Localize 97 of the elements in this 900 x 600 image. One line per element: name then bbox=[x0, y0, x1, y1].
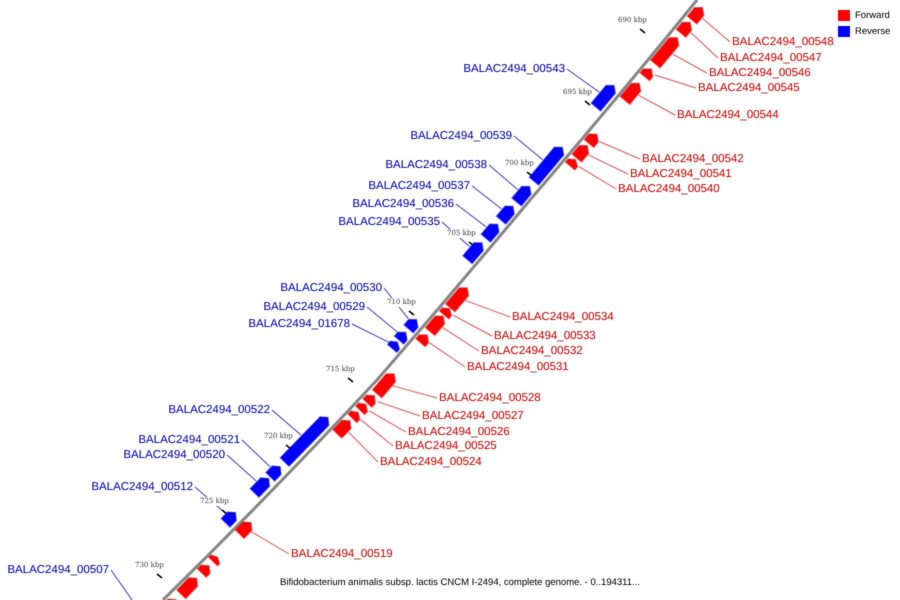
leader-line bbox=[376, 401, 420, 416]
gene-block bbox=[650, 37, 680, 69]
gene-block bbox=[354, 402, 368, 416]
gene-block bbox=[686, 6, 705, 25]
gene-block bbox=[249, 477, 270, 498]
gene-label: BALAC2494_00545 bbox=[698, 80, 800, 96]
gene-label: BALAC2494_00534 bbox=[512, 309, 614, 325]
gene-label: BALAC2494_01678 bbox=[248, 316, 350, 332]
gene-label: BALAC2494_00535 bbox=[338, 214, 440, 230]
gene-label: BALAC2494_00519 bbox=[291, 546, 393, 562]
leader-line bbox=[368, 410, 406, 432]
gene-block bbox=[438, 307, 452, 320]
gene-block bbox=[444, 287, 470, 313]
leader-line bbox=[456, 204, 487, 228]
gene-label: BALAC2494_00537 bbox=[368, 178, 470, 194]
gene-label: BALAC2494_00540 bbox=[618, 181, 720, 197]
leader-line bbox=[598, 141, 640, 160]
gene-block bbox=[386, 340, 400, 354]
gene-label: BALAC2494_00543 bbox=[463, 61, 565, 77]
gene-label: BALAC2494_00546 bbox=[709, 65, 811, 81]
gene-label: BALAC2494_00538 bbox=[385, 157, 487, 173]
leader-line bbox=[690, 32, 718, 58]
gene-block bbox=[220, 511, 237, 528]
leader-line bbox=[488, 164, 518, 190]
gene-block bbox=[496, 206, 515, 225]
gene-block bbox=[590, 84, 616, 112]
gene-label: BALAC2494_00547 bbox=[720, 50, 822, 66]
gene-block bbox=[414, 334, 430, 348]
gene-label: BALAC2494_00548 bbox=[732, 34, 834, 50]
leader-line bbox=[348, 432, 378, 462]
leader-line bbox=[250, 531, 290, 554]
gene-block bbox=[571, 144, 590, 163]
gene-label: BALAC2494_00544 bbox=[677, 107, 779, 123]
gene-block bbox=[511, 186, 532, 207]
gene-label: BALAC2494_00533 bbox=[494, 328, 596, 344]
gene-block bbox=[619, 82, 642, 106]
gene-block bbox=[332, 419, 352, 439]
leader-line bbox=[366, 306, 398, 332]
leader-line bbox=[654, 74, 696, 88]
gene-label: BALAC2494_00536 bbox=[352, 196, 454, 212]
gene-label: BALAC2494_00525 bbox=[395, 438, 497, 454]
leader-line bbox=[578, 166, 616, 190]
gene-label: BALAC2494_00542 bbox=[642, 151, 744, 167]
gene-block bbox=[372, 373, 396, 399]
gene-label: BALAC2494_00530 bbox=[280, 280, 382, 296]
caption: Bifidobacterium animalis subsp. lactis CNCM I-2494, complete genome. - 0..194311... bbox=[279, 577, 641, 588]
leader-line bbox=[452, 314, 492, 336]
gene-block bbox=[403, 318, 419, 334]
leader-line bbox=[360, 419, 394, 446]
gene-label: BALAC2494_00541 bbox=[630, 166, 732, 182]
leader-line bbox=[638, 94, 676, 116]
leader-line bbox=[226, 454, 257, 482]
leader-line bbox=[588, 154, 628, 174]
gene-label: BALAC2494_00531 bbox=[467, 359, 569, 375]
gene-block bbox=[639, 68, 654, 82]
gene-label: BALAC2494_00524 bbox=[380, 454, 482, 470]
legend-label: Reverse bbox=[855, 26, 890, 38]
gene-label: BALAC2494_00526 bbox=[408, 424, 510, 440]
gene-label: BALAC2494_00507 bbox=[7, 562, 109, 578]
gene-label: BALAC2494_00539 bbox=[410, 128, 512, 144]
leader-line bbox=[429, 342, 466, 368]
gene-block bbox=[424, 315, 446, 336]
gene-block bbox=[462, 242, 484, 265]
gene-label: BALAC2494_00520 bbox=[123, 447, 225, 463]
gene-label: BALAC2494_00512 bbox=[91, 479, 193, 495]
leader-line bbox=[392, 385, 438, 398]
gene-block bbox=[196, 564, 210, 578]
gene-label: BALAC2494_00528 bbox=[439, 390, 541, 406]
leader-line bbox=[514, 136, 544, 160]
gene-block bbox=[264, 465, 282, 482]
gene-block bbox=[362, 394, 376, 408]
gene-block bbox=[208, 554, 220, 567]
gene-block bbox=[675, 22, 692, 38]
gene-block bbox=[394, 332, 408, 345]
gene-label: BALAC2494_00522 bbox=[168, 402, 270, 418]
leader-line bbox=[702, 18, 730, 42]
gene-block bbox=[279, 416, 330, 468]
leader-line bbox=[352, 324, 389, 343]
gene-block bbox=[176, 577, 198, 600]
gene-block bbox=[234, 521, 252, 540]
leader-line bbox=[272, 410, 302, 436]
leader-line bbox=[442, 327, 480, 352]
gene-block bbox=[564, 158, 578, 171]
gene-block bbox=[480, 224, 500, 243]
leader-line bbox=[472, 186, 502, 210]
leader-line bbox=[242, 440, 271, 468]
gene-label: BALAC2494_00532 bbox=[481, 343, 583, 359]
gene-block bbox=[347, 410, 360, 424]
leader-line bbox=[110, 570, 132, 600]
legend-label: Forward bbox=[855, 10, 890, 22]
leader-line bbox=[464, 300, 510, 318]
leader-line bbox=[672, 54, 708, 74]
gene-block bbox=[583, 133, 599, 148]
gene-label: BALAC2494_00527 bbox=[422, 408, 524, 424]
leader-line bbox=[566, 68, 600, 93]
gene-label: BALAC2494_00529 bbox=[263, 299, 365, 315]
gene-label: BALAC2494_00521 bbox=[138, 432, 240, 448]
